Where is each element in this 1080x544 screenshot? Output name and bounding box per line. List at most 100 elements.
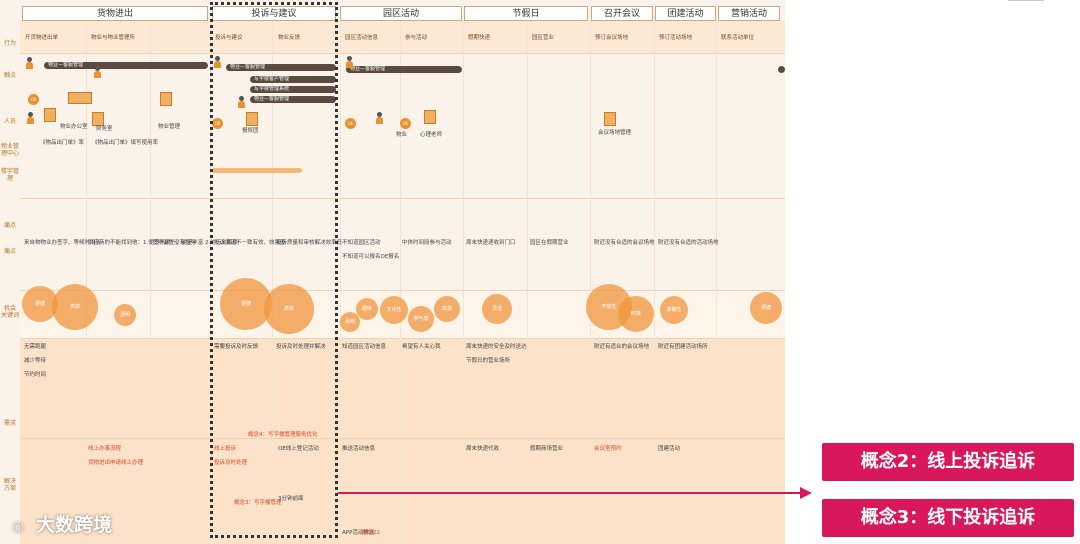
need-row	[20, 338, 785, 438]
row-label-role2: 物业管理中心	[1, 143, 20, 157]
system-bar: 写字楼管理系统	[250, 86, 336, 93]
action-cell: 联系活动单位	[721, 35, 755, 41]
touchpoint-label: 会议场地管理	[598, 130, 632, 136]
pain-item: 附近没有合适的活动场地	[658, 240, 719, 246]
opportunity-bubble: 准确性	[660, 296, 688, 324]
person-icon	[27, 112, 34, 124]
arrow-head	[800, 487, 812, 499]
solution-item: 周末快递代收	[466, 446, 500, 452]
column-header-holiday: 节假日	[464, 6, 588, 21]
system-bar: 物业—客服管理	[346, 66, 462, 73]
action-row	[20, 21, 785, 53]
need-item: 无需跑腿	[24, 344, 47, 350]
solution-item: 线上投诉	[214, 446, 237, 452]
touchpoint-label: 报修团	[242, 128, 259, 134]
action-cell: 园区营业	[532, 35, 555, 41]
solution-item: APP活动推送	[342, 530, 375, 536]
system-bar: 物业—客服管理	[250, 96, 336, 103]
solution-item: 投诉及时处理	[214, 460, 248, 466]
solution-concept-note: 概念4：写字楼管理服务优化	[248, 432, 318, 438]
concept-online-complaint: 概念2：线上投诉追诉	[822, 443, 1074, 481]
col-divider	[272, 21, 273, 544]
psychology-room-icon	[424, 110, 436, 124]
opportunity-bubble: 便捷	[220, 278, 272, 330]
row-label-role3: 楼宇管理	[1, 168, 20, 182]
oe-icon: OE	[345, 118, 356, 129]
meeting-room-icon	[604, 112, 616, 126]
need-item: 周末快递的安全及时送达	[466, 344, 527, 350]
action-cell: 开货物进出单	[25, 35, 59, 41]
logo-text: 大数跨境	[36, 514, 113, 536]
solution-item: OE线上登记活动	[278, 446, 319, 452]
row-label-opportunity: 机会 关键词	[1, 305, 20, 319]
solution-item: 会议室预约	[594, 446, 622, 452]
solution-item: 货物进出申请线上办理	[88, 460, 144, 466]
system-bar: 物业—客服管理	[44, 62, 208, 69]
solution-row	[20, 438, 785, 544]
customer-journey-map: 行为 触点 人员 物业管理中心 楼宇管理 痛点 痛点 机会 关键词 需求 解决 …	[0, 0, 785, 544]
col-divider	[590, 21, 591, 544]
opportunity-bubble: 趣味	[356, 298, 378, 320]
need-item: 节假日的营业场所	[466, 358, 511, 364]
cart-icon	[160, 92, 172, 106]
corner-rule	[1008, 0, 1044, 1]
row-label-role1: 人员	[3, 118, 16, 125]
flow-line	[212, 168, 302, 173]
action-cell: 投诉与建议	[215, 35, 243, 41]
row-label-action: 行为	[3, 40, 16, 47]
person-icon	[26, 57, 33, 69]
opportunity-bubble: 文化性	[380, 296, 408, 324]
pain-item: 来自物物业办签字、等候时间长	[24, 240, 102, 246]
concept-arrow	[338, 487, 812, 499]
logo-icon: ◎	[12, 519, 25, 535]
solution-item: 团建活动	[658, 446, 681, 452]
touchpoint-label: 物业	[396, 132, 408, 138]
action-cell: 参与活动	[405, 35, 428, 41]
need-item: 节约时间	[24, 372, 47, 378]
col-divider	[340, 21, 341, 544]
opportunity-bubble: 灵活	[482, 294, 512, 324]
opportunity-bubble: 易用	[340, 312, 360, 332]
column-header-park-activity: 园区活动	[340, 6, 462, 21]
action-cell: 预订会议场地	[595, 35, 629, 41]
column-header-team-building: 团建活动	[655, 6, 716, 21]
pain-item: 投诉质量和审核解决效率低	[276, 240, 343, 246]
solution-item: 3分钟前面	[278, 496, 304, 502]
pain-item: 投诉渠道不一致有效、效果差	[214, 240, 286, 246]
row-divider	[20, 290, 785, 291]
column-header-goods: 货物进出	[22, 6, 208, 21]
oe-icon: OE	[28, 94, 39, 105]
col-divider	[527, 21, 528, 544]
solution-item: 假期商场营业	[530, 446, 564, 452]
action-cell: 预订活动场地	[659, 35, 693, 41]
solution-item: 线上办事流程	[88, 446, 122, 452]
col-divider	[86, 21, 87, 544]
opportunity-bubble: 便捷	[750, 292, 782, 324]
touchpoint-label: 心理老师	[420, 132, 443, 138]
pain-item: 周末快递递收到门口	[466, 240, 516, 246]
truck-icon	[68, 92, 92, 104]
row-label-pain: 痛点	[3, 222, 16, 229]
pain-item: 货物留置没有指导	[152, 240, 197, 246]
concept-offline-complaint: 概念3：线下投诉追诉	[822, 499, 1074, 537]
touchpoint-label: 《物品出门单》填写使用率	[92, 140, 159, 146]
solution-concept-note: 概念22	[362, 530, 380, 536]
need-item: 希望有人关心我	[402, 344, 441, 350]
opportunity-bubble: 透明	[114, 304, 136, 326]
office-building-icon	[44, 108, 56, 122]
opportunity-bubble: 高效	[434, 296, 460, 322]
system-bar: 写字楼客户管理	[250, 76, 336, 83]
row-divider	[20, 338, 785, 339]
person-icon	[346, 56, 353, 68]
col-divider	[400, 21, 401, 544]
finance-room-icon	[92, 112, 104, 126]
col-divider	[150, 21, 151, 544]
action-cell: 物业反馈	[278, 35, 301, 41]
watermark-logo: ◎ 大数跨境	[12, 510, 112, 537]
opportunity-bubble: 参与感	[408, 306, 434, 332]
need-item: 投诉及时处理并解决	[276, 344, 326, 350]
person-icon	[94, 66, 101, 78]
need-item: 附近有适合的会议场地	[594, 344, 650, 350]
oe-icon: OE	[212, 118, 223, 129]
column-header-meeting: 召开会议	[591, 6, 653, 21]
